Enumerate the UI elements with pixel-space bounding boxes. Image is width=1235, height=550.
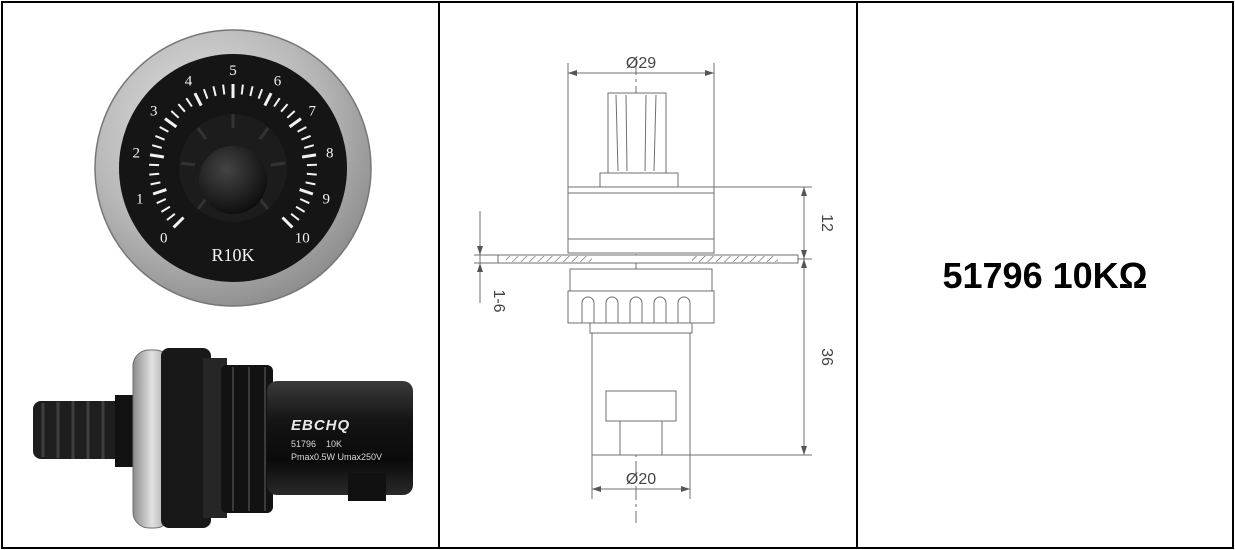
dial-minor-tick [166, 213, 176, 221]
dial-photo: 0 1 2 3 4 5 6 7 8 9 10 R10K [94, 29, 372, 307]
dial-minor-tick [273, 97, 281, 108]
dial-minor-tick [222, 84, 226, 95]
dial-minor-tick [299, 198, 310, 205]
dial-number: 5 [229, 63, 237, 79]
dimension-upper-height: 12 [818, 214, 835, 232]
dial-major-tick [288, 117, 302, 129]
dial-minor-tick [305, 181, 316, 186]
dial-minor-tick [155, 134, 165, 141]
dimension-total-height: 36 [818, 348, 835, 366]
photo-cell: 0 1 2 3 4 5 6 7 8 9 10 R10K [3, 3, 438, 547]
dial-minor-tick [170, 110, 180, 119]
product-photos: 0 1 2 3 4 5 6 7 8 9 10 R10K [33, 29, 413, 529]
dial-number: 10 [295, 230, 310, 246]
dial-minor-tick [159, 126, 169, 133]
dial-major-tick [281, 216, 294, 229]
dimension-top-diameter: Ø29 [626, 55, 656, 72]
dial-minor-tick [240, 84, 244, 95]
dial-major-tick [152, 188, 167, 196]
dial-label: R10K [211, 245, 254, 265]
dial-minor-tick [150, 181, 161, 186]
title-cell: 51796 10KΩ [858, 3, 1232, 547]
dial-minor-tick [151, 144, 163, 149]
dimension-bottom-diameter: Ø20 [626, 471, 656, 488]
dial-minor-tick [301, 134, 311, 141]
dial-major-tick [172, 216, 185, 229]
dial-minor-tick [202, 88, 209, 99]
column-divider-2 [856, 1, 858, 549]
technical-drawing: Ø29 Ø20 12 36 1-6 [474, 55, 835, 523]
dial-minor-tick [290, 213, 300, 221]
dial-major-tick [263, 92, 273, 107]
dial-number: 2 [132, 146, 140, 162]
rating-marking: Pmax0.5W Umax250V [291, 452, 382, 462]
dial-minor-tick [306, 172, 317, 176]
brand-mark: EBCHQ [291, 417, 350, 434]
dial-minor-tick [177, 103, 186, 113]
dial-number: 3 [150, 103, 158, 119]
model-marking: 51796 10K [291, 439, 342, 449]
dial-number: 7 [309, 103, 317, 119]
dial-minor-tick [286, 110, 296, 119]
dial-minor-tick [257, 88, 264, 99]
dial-major-tick [193, 92, 203, 107]
column-divider-1 [438, 1, 440, 549]
dial-minor-tick [149, 172, 160, 176]
dial-minor-tick [249, 86, 254, 97]
dial-minor-tick [297, 126, 307, 133]
dial-minor-tick [295, 205, 306, 213]
dial-minor-tick [212, 86, 217, 97]
dial-major-tick [149, 153, 165, 159]
dial-minor-tick [303, 144, 315, 149]
dial-number: 1 [136, 191, 144, 207]
dial-major-tick [164, 117, 178, 129]
dial-minor-tick [185, 97, 193, 108]
product-title: 51796 10KΩ [942, 255, 1148, 296]
dial-major-tick [299, 188, 314, 196]
dial-number: 0 [160, 230, 168, 246]
dial-minor-tick [160, 205, 171, 213]
dimension-panel-thickness: 1-6 [490, 289, 507, 312]
dial-minor-tick [280, 103, 289, 113]
drawing-cell: Ø29 Ø20 12 36 1-6 [440, 3, 856, 547]
dial-number: 8 [326, 146, 334, 162]
dial-major-tick [301, 153, 317, 159]
dial-minor-tick [156, 198, 167, 205]
dial-number: 6 [274, 74, 282, 90]
side-photo: EBCHQ 51796 10K Pmax0.5W Umax250V [33, 348, 413, 529]
dial-number: 9 [322, 191, 330, 207]
dial-number: 4 [185, 74, 193, 90]
